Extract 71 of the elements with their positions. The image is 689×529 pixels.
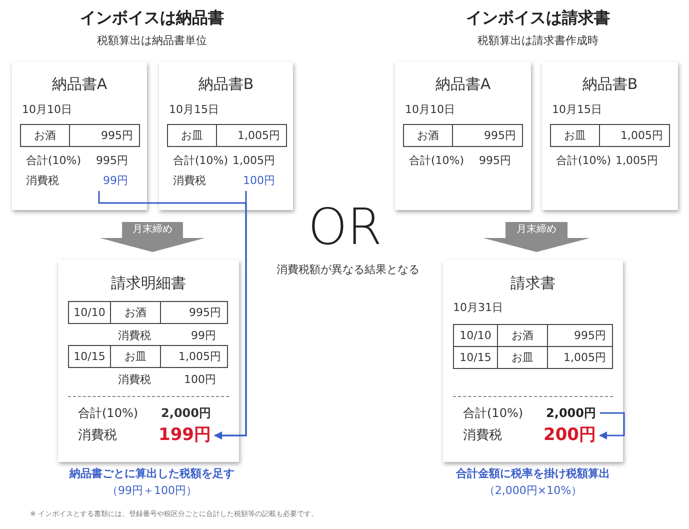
date-text: 10月31日 (453, 300, 504, 316)
table-cell: 1,005円 (599, 124, 670, 147)
table-cell: 10/10 (68, 301, 111, 324)
document-card (159, 62, 293, 210)
item-label: 合計(10%) (463, 405, 524, 422)
amount-text: 199円 (141, 425, 211, 446)
item-label: 消費税 (78, 427, 118, 445)
table-cell: 10/15 (453, 346, 498, 369)
document-card (395, 62, 531, 210)
date-text: 10月10日 (405, 102, 456, 118)
arrow-label: 月末締め (515, 223, 558, 237)
or-text: OR (308, 200, 382, 254)
down-arrow (483, 222, 590, 252)
table-cell: お皿 (550, 124, 600, 147)
result-note: 納品書ごとに算出した税額を足す (70, 466, 234, 481)
amount-text: 100円 (183, 372, 216, 388)
item-label: 合計(10%) (78, 405, 140, 422)
note-text: 消費税額が異なる結果となる (276, 262, 420, 277)
result-note: 合計金額に税率を掛け税額算出 (456, 466, 610, 481)
table-cell: 995円 (69, 124, 140, 147)
formula-text: （99円＋100円） (107, 483, 197, 498)
amount-text: 99円 (190, 328, 216, 344)
item-label: 合計(10%) (173, 153, 230, 169)
table-cell: お皿 (110, 345, 161, 368)
amount-text: 200円 (526, 425, 596, 446)
document-title: 納品書A (50, 74, 108, 94)
document-title: 請求明細書 (110, 273, 187, 293)
amount-text: 2,000円 (528, 405, 596, 421)
table-cell: 995円 (160, 301, 228, 324)
document-title: 納品書B (581, 74, 639, 94)
item-label: 合計(10%) (26, 153, 82, 169)
formula-text: （2,000円×10%） (484, 483, 582, 498)
document-title: 納品書B (197, 74, 255, 94)
item-label: 消費税 (463, 427, 503, 445)
heading: インボイスは請求書 (466, 8, 610, 28)
document-title: 請求書 (510, 273, 556, 293)
item-label: 消費税 (26, 173, 60, 189)
table-cell: お酒 (403, 124, 453, 147)
table-cell: 1,005円 (216, 124, 287, 147)
amount-text: 100円 (217, 173, 275, 189)
subheading: 税額算出は請求書作成時 (478, 33, 598, 48)
item-label: 消費税 (118, 328, 152, 344)
item-label: 合計(10%) (409, 153, 466, 169)
document-card (12, 62, 147, 210)
connector-arrow (599, 412, 625, 440)
table-cell: お酒 (20, 124, 70, 147)
table-cell: 995円 (452, 124, 523, 147)
table-cell: お酒 (110, 301, 161, 324)
item-label: 消費税 (173, 173, 207, 189)
table-cell: 1,005円 (160, 345, 228, 368)
subheading: 税額算出は納品書単位 (97, 33, 207, 48)
heading: インボイスは納品書 (80, 8, 224, 28)
date-text: 10月15日 (552, 102, 603, 118)
down-arrow (100, 222, 205, 252)
table-cell: お皿 (167, 124, 217, 147)
date-text: 10月10日 (22, 102, 73, 118)
amount-text: 2,000円 (160, 405, 211, 422)
document-card (443, 260, 623, 462)
table-cell: 995円 (547, 324, 613, 347)
connector-arrow (214, 191, 247, 440)
document-card (542, 62, 678, 210)
item-label: 合計(10%) (556, 153, 612, 169)
arrow-label: 月末締め (131, 223, 174, 237)
table-cell: 10/15 (68, 345, 111, 368)
table-cell: 1,005円 (547, 346, 613, 369)
document-title: 納品書A (434, 74, 492, 94)
table-cell: 10/10 (453, 324, 498, 347)
date-text: 10月15日 (169, 102, 220, 118)
amount-text: 99円 (70, 173, 128, 189)
item-label: 消費税 (118, 372, 152, 388)
document-card (58, 260, 239, 462)
